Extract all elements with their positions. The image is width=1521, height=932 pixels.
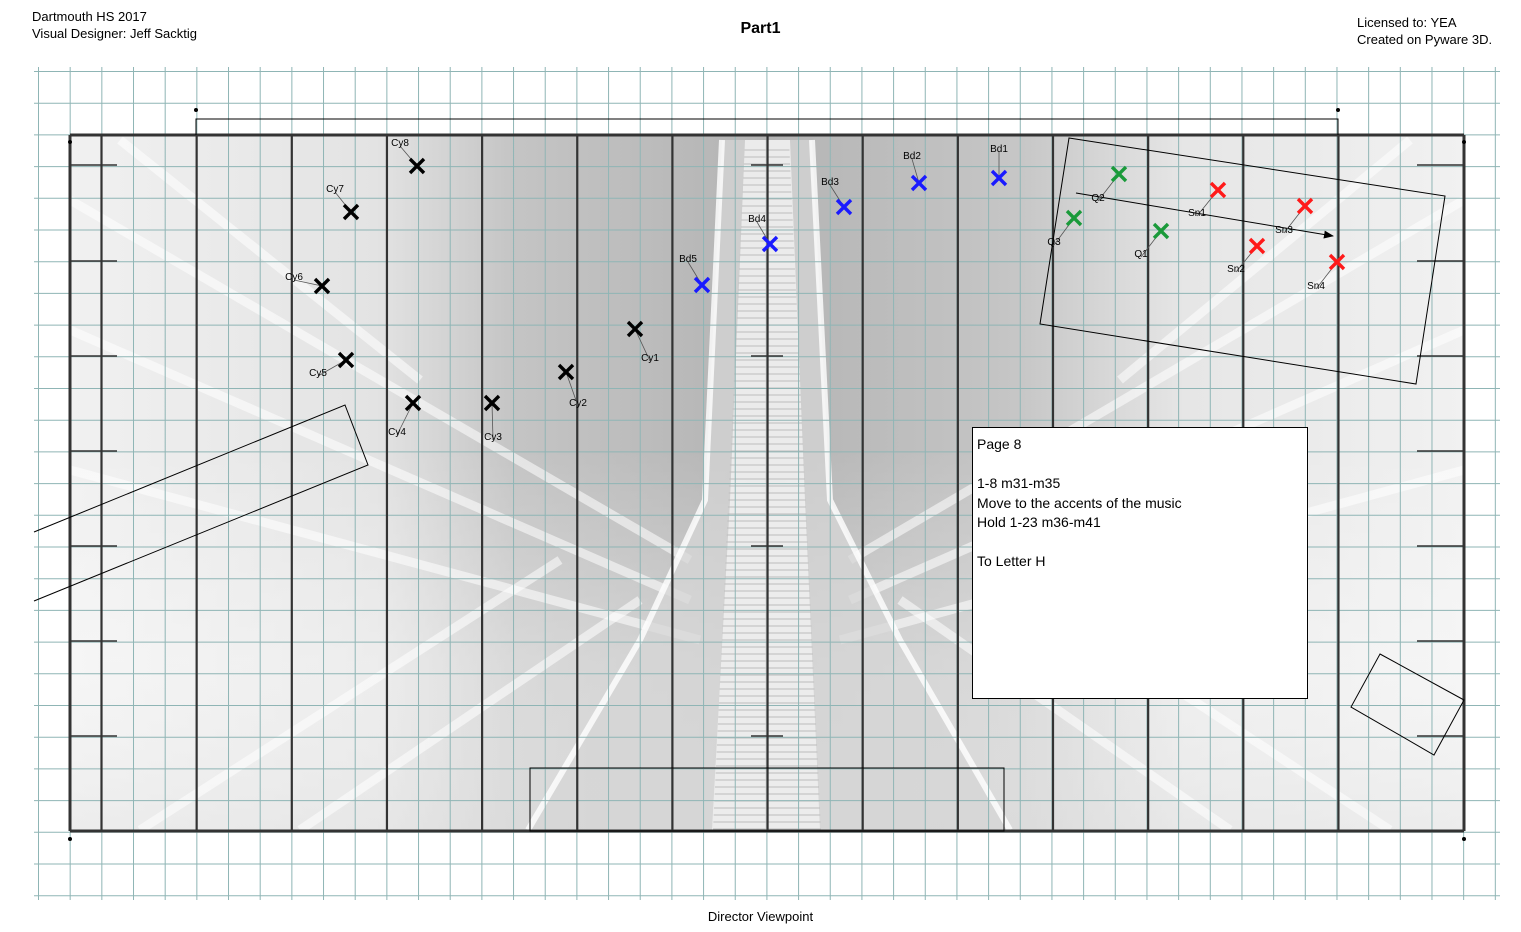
performer-label: Cy1 <box>641 353 659 364</box>
performer-x-mark <box>342 203 360 221</box>
performer-cy7: Cy7 <box>326 184 360 221</box>
performer-x-mark <box>693 276 711 294</box>
performer-label: Cy7 <box>326 184 344 195</box>
designer-credit: Visual Designer: Jeff Sacktig <box>32 26 197 41</box>
performer-x-mark <box>1152 222 1170 240</box>
performer-x-mark <box>404 394 422 412</box>
performer-x-mark <box>626 320 644 338</box>
performer-sn3: Sn3 <box>1275 197 1314 236</box>
performer-label: Q3 <box>1047 237 1061 248</box>
performer-label: Cy8 <box>391 138 409 149</box>
performer-bd1: Bd1 <box>990 144 1008 187</box>
performer-x-mark <box>337 351 355 369</box>
performer-cy4: Cy4 <box>388 394 422 438</box>
performer-x-mark <box>835 198 853 216</box>
performer-x-mark <box>1209 181 1227 199</box>
note-instruction: Move to the accents of the music <box>977 494 1182 511</box>
performer-x-mark <box>990 169 1008 187</box>
performer-x-mark <box>313 277 331 295</box>
performer-cy5: Cy5 <box>309 351 355 379</box>
header-right: Licensed to: YEA Created on Pyware 3D. <box>1357 14 1492 48</box>
header-left: Dartmouth HS 2017 Visual Designer: Jeff … <box>32 8 197 42</box>
prop-block-lower-right <box>1350 653 1465 756</box>
performer-bd4: Bd4 <box>748 214 779 253</box>
note-spacer <box>977 455 1303 475</box>
props <box>33 137 1465 832</box>
performer-x-mark <box>1110 165 1128 183</box>
performer-label: Sn2 <box>1227 264 1245 275</box>
performer-cy2: Cy2 <box>557 363 587 409</box>
performer-sn1: Sn1 <box>1188 181 1227 219</box>
performer-label: Cy4 <box>388 427 406 438</box>
performer-x-mark <box>1328 253 1346 271</box>
school-name: Dartmouth HS 2017 <box>32 9 147 24</box>
performer-bd5: Bd5 <box>679 254 711 294</box>
license-text: Licensed to: YEA <box>1357 15 1457 30</box>
page-title: Part1 <box>740 20 781 37</box>
label-leader <box>634 328 651 362</box>
performer-q1: Q1 <box>1134 222 1170 260</box>
performer-x-mark <box>1248 237 1266 255</box>
performer-x-mark <box>1296 197 1314 215</box>
performer-label: Cy6 <box>285 272 303 283</box>
viewpoint-label: Director Viewpoint <box>707 909 814 924</box>
note-hold: Hold 1-23 m36-m41 <box>977 514 1101 530</box>
prop-riser-bottom <box>529 767 1005 832</box>
note-page-number: Page 8 <box>977 436 1022 452</box>
field-border <box>68 108 1466 841</box>
performer-label: Bd2 <box>903 151 921 162</box>
performer-x-mark <box>557 363 575 381</box>
performer-cy3: Cy3 <box>483 394 502 443</box>
snare-path-arrow <box>1075 192 1334 239</box>
performer-label: Bd4 <box>748 214 766 225</box>
prop-block-left <box>33 404 369 602</box>
performer-x-mark <box>910 174 928 192</box>
label-leader <box>293 279 323 287</box>
performer-label: Q1 <box>1134 249 1148 260</box>
page-note: Page 8 1-8 m31-m35 Move to the accents o… <box>972 427 1308 699</box>
performer-q2: Q2 <box>1091 165 1128 204</box>
hash-marks <box>70 164 1464 737</box>
label-leader <box>565 371 579 407</box>
performer-x-mark <box>761 235 779 253</box>
performer-bd3: Bd3 <box>821 177 853 216</box>
performer-label: Q2 <box>1091 193 1105 204</box>
performer-x-mark <box>1065 209 1083 227</box>
note-counts: 1-8 m31-m35 <box>977 475 1061 491</box>
performer-label: Bd3 <box>821 177 839 188</box>
performer-label: Bd1 <box>990 144 1008 155</box>
performer-cy1: Cy1 <box>626 320 659 364</box>
performer-label: Cy2 <box>569 398 587 409</box>
performer-cy8: Cy8 <box>391 138 426 175</box>
performer-x-mark <box>408 157 426 175</box>
note-spacer <box>977 533 1303 553</box>
label-leader <box>491 402 494 441</box>
performer-q3: Q3 <box>1047 209 1083 248</box>
performer-label: Sn1 <box>1188 208 1206 219</box>
label-leader <box>911 158 920 184</box>
performer-label: Cy3 <box>484 432 502 443</box>
performer-label: Sn3 <box>1275 225 1293 236</box>
performer-sn2: Sn2 <box>1227 237 1266 275</box>
performer-cy6: Cy6 <box>285 272 331 295</box>
performer-bd2: Bd2 <box>903 151 928 192</box>
performer-label: Bd5 <box>679 254 697 265</box>
performer-x-mark <box>483 394 501 412</box>
performer-sn4: Sn4 <box>1307 253 1346 292</box>
created-with-text: Created on Pyware 3D. <box>1357 32 1493 47</box>
performer-label: Sn4 <box>1307 281 1325 292</box>
prop-block-upper-right <box>1039 137 1446 385</box>
performer-label: Cy5 <box>309 368 327 379</box>
note-next-letter: To Letter H <box>977 553 1046 569</box>
label-leader <box>396 402 414 436</box>
